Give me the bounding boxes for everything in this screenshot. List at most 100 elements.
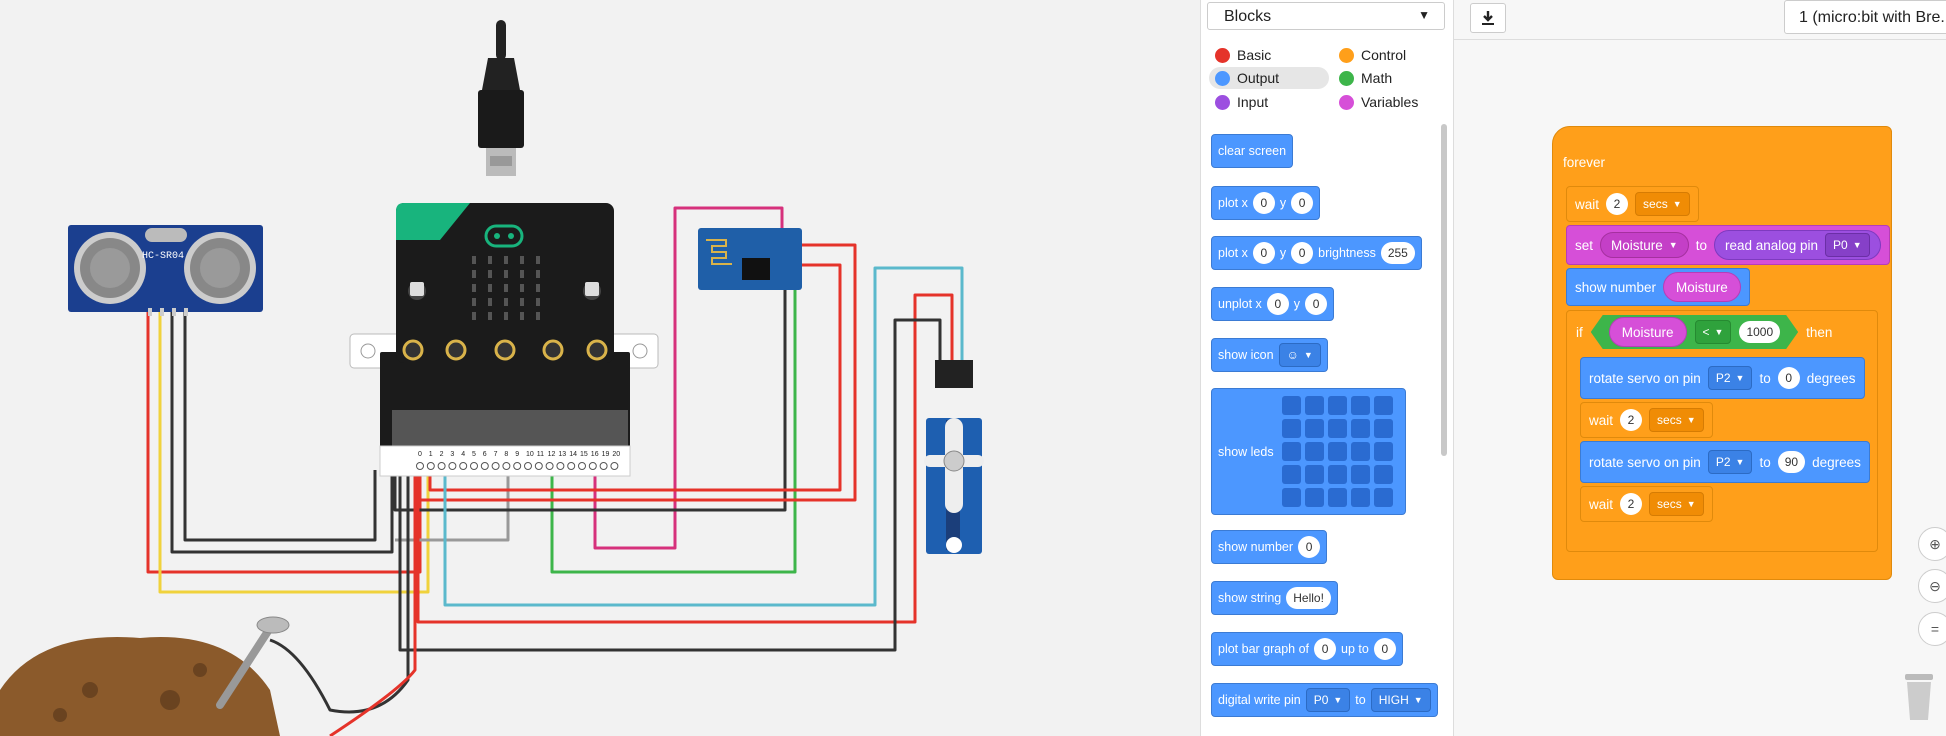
led-cell[interactable] — [1350, 419, 1370, 438]
string-input[interactable]: Hello! — [1286, 587, 1331, 609]
variable-reporter[interactable]: Moisture — [1609, 317, 1687, 347]
led-grid[interactable] — [1279, 393, 1396, 510]
led-cell[interactable] — [1373, 396, 1393, 415]
pin-hole[interactable] — [502, 462, 511, 470]
seconds-input[interactable]: 2 — [1620, 493, 1643, 515]
pin-hole[interactable] — [448, 462, 457, 470]
led-cell[interactable] — [1350, 465, 1370, 484]
block-show-string[interactable]: show string Hello! — [1211, 581, 1338, 615]
led-cell[interactable] — [1304, 488, 1324, 507]
category-basic[interactable]: Basic — [1209, 44, 1329, 66]
led-cell[interactable] — [1373, 465, 1393, 484]
x-input[interactable]: 0 — [1266, 293, 1289, 315]
led-cell[interactable] — [1327, 419, 1347, 438]
pin-hole[interactable] — [513, 462, 522, 470]
unit-dropdown[interactable]: secs▼ — [1635, 192, 1690, 216]
pin-hole[interactable] — [470, 462, 478, 470]
device-dropdown[interactable]: 1 (micro:bit with Bre... — [1784, 0, 1946, 34]
pin-hole[interactable] — [437, 462, 446, 470]
max-input[interactable]: 0 — [1373, 638, 1396, 660]
led-cell[interactable] — [1281, 465, 1301, 484]
number-input[interactable]: 0 — [1298, 536, 1321, 558]
led-cell[interactable] — [1373, 488, 1393, 507]
x-input[interactable]: 0 — [1252, 192, 1275, 214]
show-number-block[interactable]: show number Moisture — [1566, 268, 1750, 306]
pin-hole[interactable] — [610, 462, 619, 470]
pin-hole[interactable] — [491, 462, 500, 470]
variable-dropdown[interactable]: Moisture▼ — [1600, 232, 1689, 258]
zoom-reset-button[interactable]: = — [1918, 612, 1946, 646]
angle-input[interactable]: 0 — [1777, 367, 1800, 389]
block-show-leds[interactable]: show leds — [1211, 388, 1406, 515]
x-input[interactable]: 0 — [1252, 242, 1275, 264]
download-button[interactable] — [1470, 3, 1506, 33]
palette-scrollbar[interactable] — [1441, 124, 1447, 456]
zoom-in-button[interactable]: ⊕ — [1918, 527, 1946, 561]
circuit-canvas[interactable]: HC-SR04 — [0, 0, 1200, 736]
category-output[interactable]: Output — [1209, 67, 1329, 89]
block-unplot[interactable]: unplot x 0 y 0 — [1211, 287, 1335, 321]
pin-dropdown[interactable]: P0▼ — [1825, 233, 1870, 257]
pin-hole[interactable] — [556, 462, 565, 470]
pin-hole[interactable] — [480, 462, 489, 470]
wait-block[interactable]: wait 2 secs▼ — [1566, 186, 1699, 222]
operator-dropdown[interactable]: <▼ — [1695, 320, 1732, 344]
pin-hole[interactable] — [524, 462, 532, 470]
led-cell[interactable] — [1327, 465, 1347, 484]
seconds-input[interactable]: 2 — [1606, 193, 1629, 215]
led-cell[interactable] — [1373, 442, 1393, 461]
led-cell[interactable] — [1373, 419, 1393, 438]
threshold-input[interactable]: 1000 — [1739, 321, 1780, 343]
led-cell[interactable] — [1304, 396, 1324, 415]
category-math[interactable]: Math — [1333, 67, 1453, 89]
wait-block[interactable]: wait 2 secs▼ — [1580, 486, 1713, 522]
pin-hole[interactable] — [578, 462, 586, 470]
led-cell[interactable] — [1281, 396, 1301, 415]
y-input[interactable]: 0 — [1291, 242, 1314, 264]
pin-hole[interactable] — [459, 462, 468, 470]
servo-block[interactable]: rotate servo on pin P2▼ to 90 degrees — [1580, 441, 1870, 483]
seconds-input[interactable]: 2 — [1620, 409, 1643, 431]
read-analog-reporter[interactable]: read analog pin P0▼ — [1713, 230, 1881, 260]
category-control[interactable]: Control — [1333, 44, 1453, 66]
block-show-icon[interactable]: show icon ☺▼ — [1211, 338, 1328, 372]
led-cell[interactable] — [1281, 419, 1301, 438]
led-cell[interactable] — [1327, 442, 1347, 461]
block-show-number[interactable]: show number 0 — [1211, 530, 1328, 564]
unit-dropdown[interactable]: secs▼ — [1649, 408, 1704, 432]
block-plot-brightness[interactable]: plot x 0 y 0 brightness 255 — [1211, 236, 1422, 270]
pin-dropdown[interactable]: P2▼ — [1707, 450, 1753, 474]
led-cell[interactable] — [1350, 396, 1370, 415]
wait-block[interactable]: wait 2 secs▼ — [1580, 402, 1713, 438]
pin-hole[interactable] — [426, 462, 435, 470]
value-input[interactable]: 0 — [1314, 638, 1337, 660]
value-dropdown[interactable]: HIGH▼ — [1370, 688, 1431, 712]
variable-reporter[interactable]: Moisture — [1663, 272, 1741, 302]
pin-hole[interactable] — [534, 462, 543, 470]
pin-hole[interactable] — [416, 462, 424, 470]
block-clear-screen[interactable]: clear screen — [1211, 134, 1294, 168]
pin-hole[interactable] — [567, 462, 576, 470]
block-digital-write[interactable]: digital write pin P0▼ to HIGH▼ — [1211, 683, 1438, 717]
servo-block[interactable]: rotate servo on pin P2▼ to 0 degrees — [1580, 357, 1865, 399]
pin-hole[interactable] — [545, 462, 554, 470]
angle-input[interactable]: 90 — [1777, 451, 1806, 473]
led-cell[interactable] — [1350, 488, 1370, 507]
trash-icon[interactable] — [1901, 668, 1937, 722]
block-plot-bar-graph[interactable]: plot bar graph of 0 up to 0 — [1211, 632, 1403, 666]
led-cell[interactable] — [1304, 419, 1324, 438]
led-cell[interactable] — [1304, 442, 1324, 461]
y-input[interactable]: 0 — [1291, 192, 1314, 214]
brightness-input[interactable]: 255 — [1380, 242, 1415, 264]
icon-dropdown[interactable]: ☺▼ — [1278, 343, 1321, 367]
led-cell[interactable] — [1327, 488, 1347, 507]
pin-dropdown[interactable]: P2▼ — [1707, 366, 1753, 390]
code-mode-dropdown[interactable]: Blocks ▼ — [1207, 2, 1445, 30]
led-cell[interactable] — [1304, 465, 1324, 484]
category-variables[interactable]: Variables — [1333, 91, 1453, 113]
led-cell[interactable] — [1281, 488, 1301, 507]
pin-hole[interactable] — [588, 462, 597, 470]
led-cell[interactable] — [1327, 396, 1347, 415]
unit-dropdown[interactable]: secs▼ — [1649, 492, 1704, 516]
category-input[interactable]: Input — [1209, 91, 1329, 113]
